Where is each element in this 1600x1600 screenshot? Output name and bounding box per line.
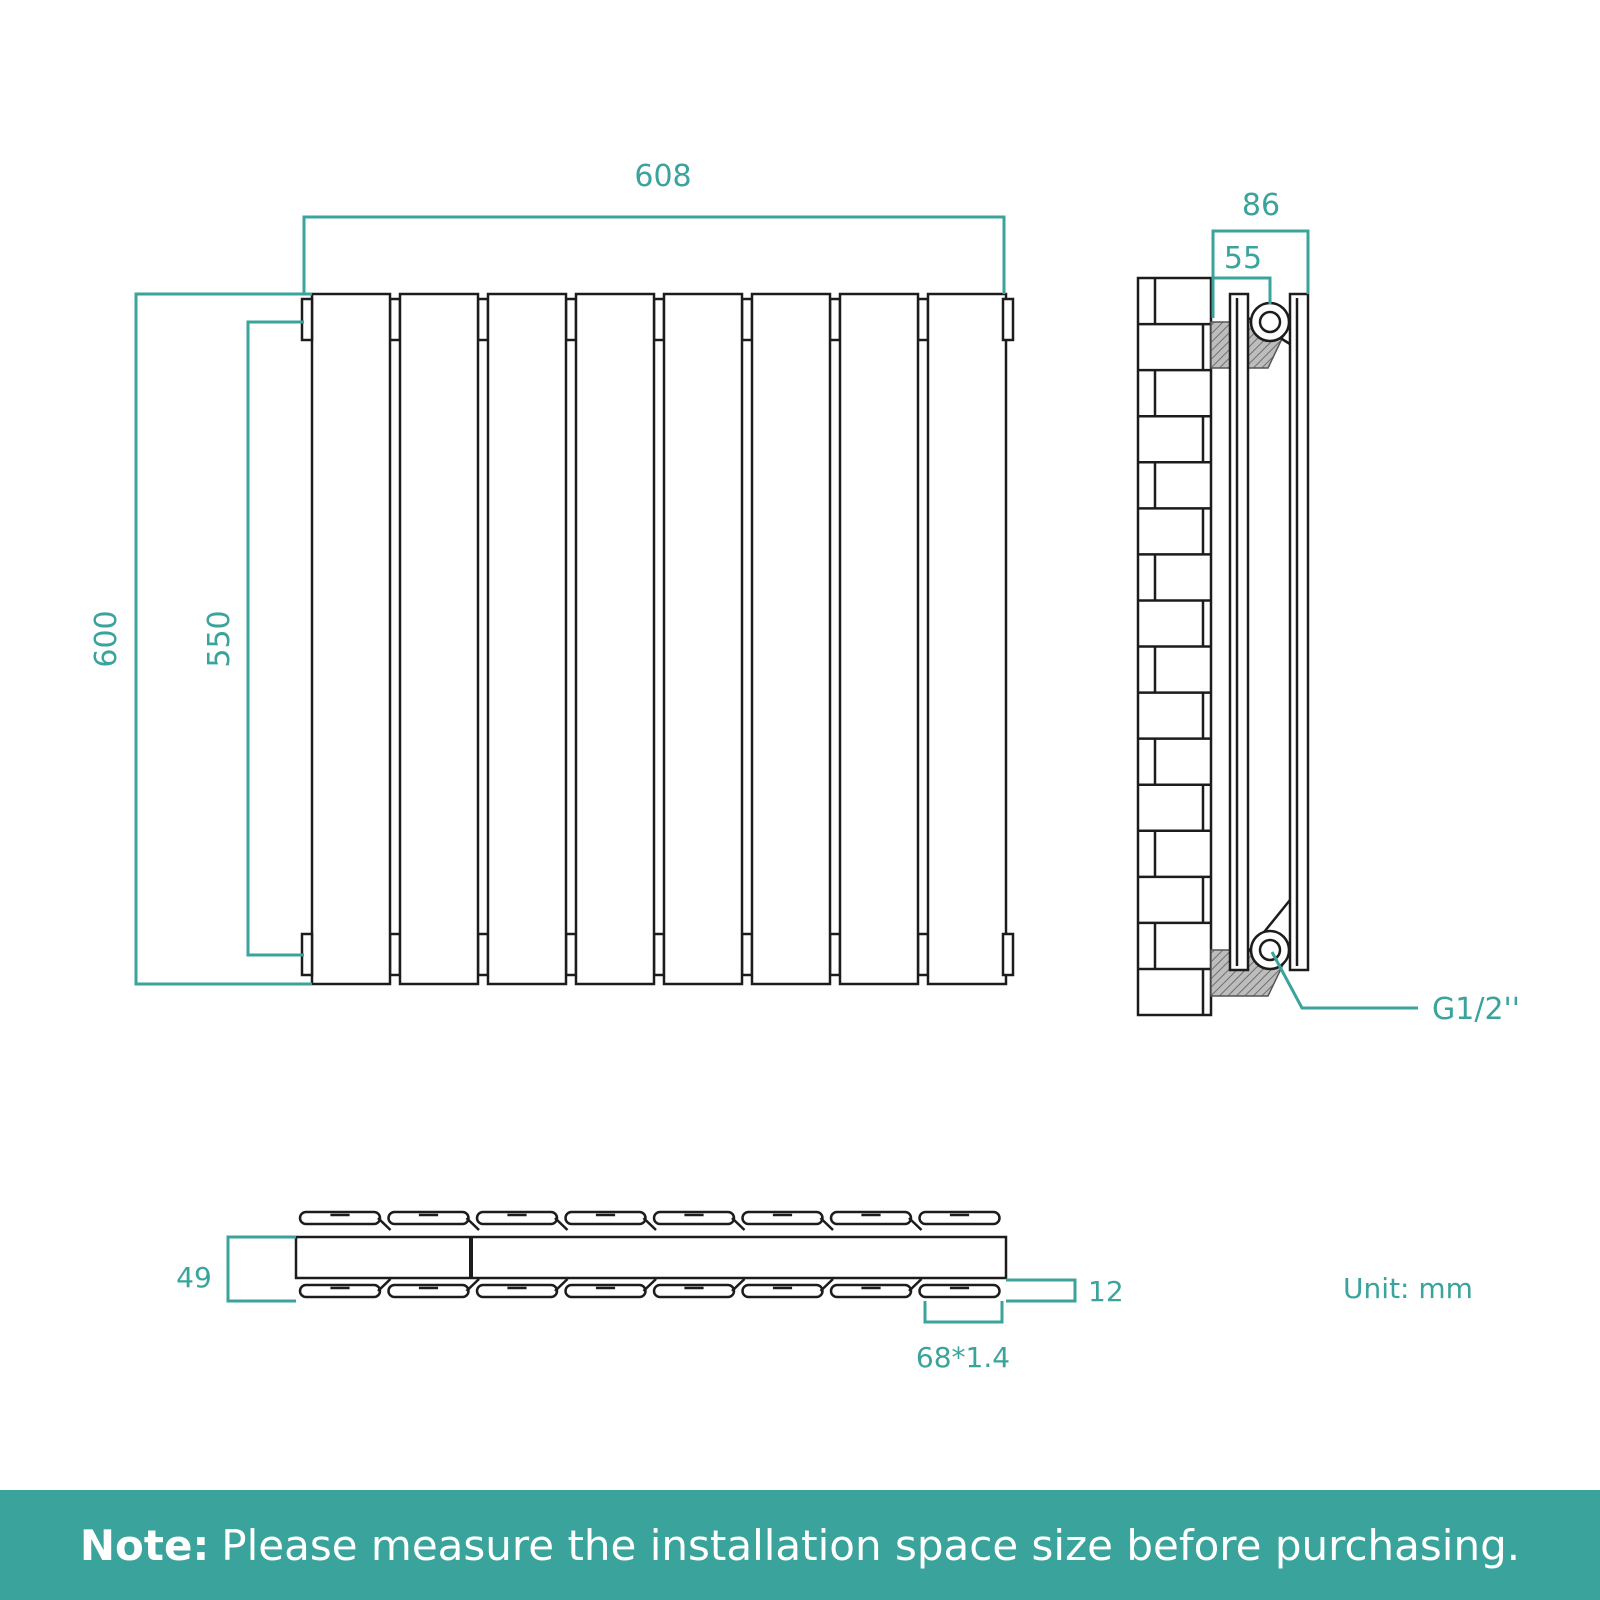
front-view: 608 600 550 [89,159,1015,986]
footer-connector [476,932,490,977]
header-connector [916,297,930,342]
footer-connector [652,932,666,977]
rear-tube-profile [564,1283,647,1299]
rear-tube-profile [918,1283,1001,1299]
radiator-column [486,292,568,986]
connection-leader-line [1270,951,1418,1010]
left-top-stub [300,297,314,342]
top-view: 49 12 68*1.4 Unit: mm [176,1210,1473,1374]
right-top-stub [1001,297,1015,342]
tube-link [377,1278,392,1292]
panel-depth-dimension-line [226,1235,296,1303]
tube-link [554,1278,569,1292]
width-dimension-label: 608 [634,159,691,194]
pipe-centres-dimension-label: 550 [202,610,237,667]
front-tube-profile [918,1210,1001,1226]
tube-link [819,1278,834,1292]
connection-label: G1/2'' [1432,992,1520,1027]
header-connector [828,297,842,342]
radiator-column [926,292,1008,986]
rear-tube-profile [475,1283,559,1299]
front-tube-profile [564,1210,647,1226]
radiator-column [750,292,832,986]
header-connector [388,297,402,342]
tube-link [465,1217,480,1231]
front-tube-profile [298,1210,382,1226]
depth-overall-dimension-line [1211,229,1310,318]
footer-connector [828,932,842,977]
front-tube-profile [387,1210,470,1226]
width-dimension-line [302,215,1006,294]
tube-link [908,1217,923,1231]
pipe-centres-dimension-line [246,320,304,957]
rear-tube-profile [741,1283,824,1299]
tube-link [642,1278,657,1292]
front-tube-profile [829,1210,913,1226]
side-back-panel [1288,292,1310,972]
tube-link [377,1217,392,1231]
header-connector [476,297,490,342]
header-connector [564,297,578,342]
height-dimension-line [134,292,312,986]
tube-profile-dimension-line [923,1301,1004,1324]
tube-link [908,1278,923,1292]
front-tube-profile [741,1210,824,1226]
top-view-header [294,1235,1008,1280]
tube-link [731,1278,746,1292]
depth-wall-to-pipe-label: 55 [1224,241,1262,276]
note-text: Please measure the installation space si… [221,1520,1521,1570]
depth-wall-to-pipe-dimension-line [1213,276,1272,304]
radiator-column [398,292,480,986]
right-bottom-stub [1001,932,1015,977]
top-pipe-inner [1258,310,1282,334]
panel-spacing-dimension-line [1006,1278,1077,1303]
tube-link [465,1278,480,1292]
top-tubes [298,1210,1001,1299]
side-view: 86 55 G1/2'' [1136,188,1520,1027]
footer-note-banner: Note: Please measure the installation sp… [0,1490,1600,1600]
radiator-column [838,292,920,986]
side-front-panel [1228,292,1250,972]
depth-overall-label: 86 [1242,188,1280,223]
tube-link [642,1217,657,1231]
header-connector [652,297,666,342]
panel-depth-label: 49 [176,1261,212,1294]
radiator-column [310,292,392,986]
rear-tube-profile [298,1283,382,1299]
front-tube-profile [652,1210,736,1226]
footer-connector [916,932,930,977]
radiator-column [662,292,744,986]
footer-connector [388,932,402,977]
footer-connector [564,932,578,977]
radiator-column [574,292,656,986]
brick-wall [1136,276,1213,1017]
rear-tube-profile [829,1283,913,1299]
unit-label: Unit: mm [1343,1272,1473,1305]
tube-link [819,1217,834,1231]
height-dimension-label: 600 [89,610,124,667]
panel-spacing-label: 12 [1088,1275,1124,1308]
tube-profile-label: 68*1.4 [916,1341,1010,1374]
header-connector [740,297,754,342]
rear-tube-profile [652,1283,736,1299]
bottom-pipe-inner [1258,938,1282,962]
front-columns [310,292,1008,986]
front-tube-profile [475,1210,559,1226]
tube-link [554,1217,569,1231]
footer-connector [740,932,754,977]
radiator-technical-drawing: 608 600 550 86 55 G1/2'' [89,159,1520,1374]
rear-tube-profile [387,1283,470,1299]
note-label: Note: [79,1520,210,1570]
tube-link [731,1217,746,1231]
